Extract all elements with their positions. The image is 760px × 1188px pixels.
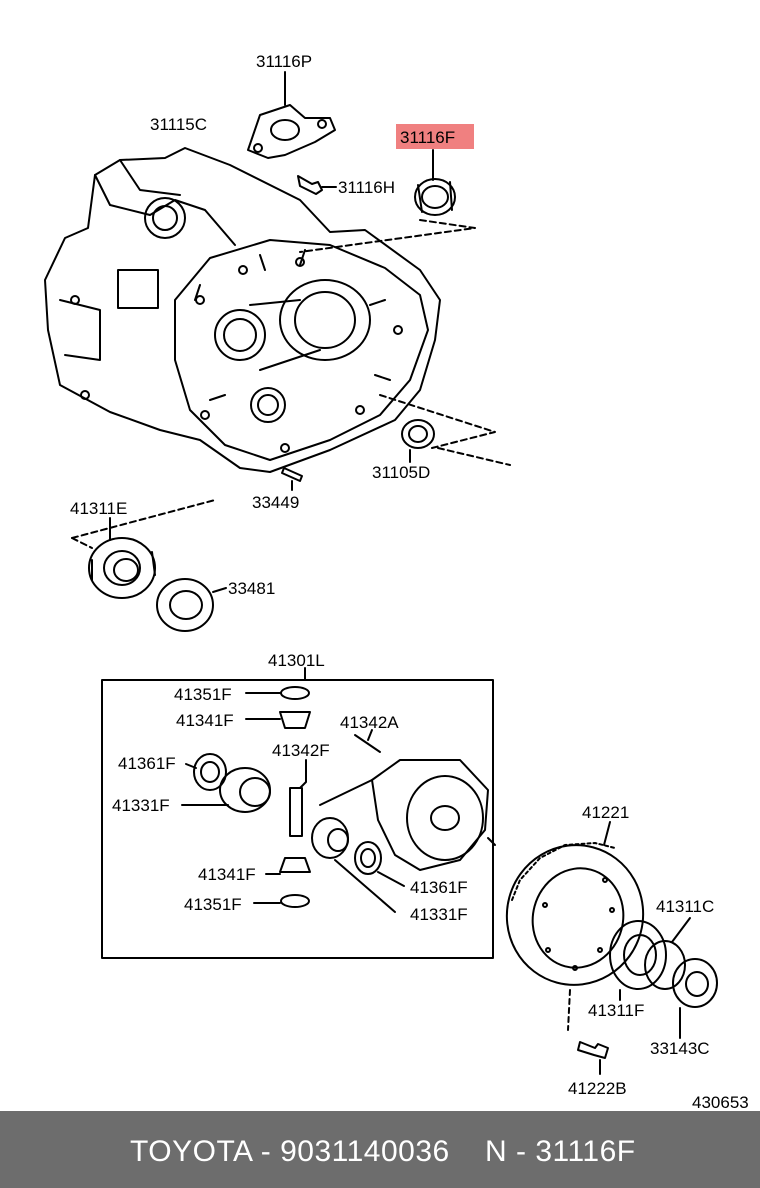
label-31105D[interactable]: 31105D	[372, 463, 430, 482]
label-31116P[interactable]: 31116P	[256, 52, 312, 71]
label-41311E[interactable]: 41311E	[70, 499, 127, 518]
label-41311F[interactable]: 41311F	[588, 1001, 644, 1020]
footer-bar: TOYOTA - 9031140036 N - 31116F	[0, 1111, 760, 1188]
label-41331F-left[interactable]: 41331F	[112, 796, 170, 815]
bearing-41311E-drawing	[71, 499, 216, 599]
label-31116F[interactable]: 31116F	[400, 128, 455, 147]
pin-33449-drawing	[281, 467, 303, 491]
washer-33481-drawing	[156, 578, 227, 632]
retainer-31116P-drawing	[247, 71, 336, 159]
bolt-31116H-drawing	[297, 175, 337, 195]
label-33481[interactable]: 33481	[228, 579, 275, 598]
figure-number: 430653	[692, 1093, 749, 1110]
ring-gear-41221-drawing	[505, 821, 645, 986]
label-33449[interactable]: 33449	[252, 493, 299, 512]
transmission-case-drawing	[44, 147, 441, 473]
differential-assembly-box	[101, 667, 494, 959]
label-31115C[interactable]: 31115C	[150, 115, 207, 134]
label-41331F-right[interactable]: 41331F	[410, 905, 468, 924]
label-41341F-top[interactable]: 41341F	[176, 711, 234, 730]
label-41221[interactable]: 41221	[582, 803, 629, 822]
label-41341F-bottom[interactable]: 41341F	[198, 865, 256, 884]
parts-diagram: 31116P 31115C 31116F 31116H 31105D 33449…	[44, 52, 749, 1110]
oil-seal-31105D-drawing	[379, 394, 511, 466]
label-41342F[interactable]: 41342F	[272, 741, 330, 760]
oil-seal-31116F-drawing	[299, 149, 476, 253]
highlight-31116F	[396, 124, 474, 149]
bolt-41222B-drawing	[567, 989, 609, 1075]
footer-part-number: TOYOTA - 9031140036	[130, 1135, 450, 1168]
label-41351F-bottom[interactable]: 41351F	[184, 895, 242, 914]
label-41222B[interactable]: 41222B	[568, 1079, 627, 1098]
label-41361F-left[interactable]: 41361F	[118, 754, 176, 773]
footer-reference-code: N - 31116F	[485, 1135, 636, 1168]
label-41342A[interactable]: 41342A	[340, 713, 399, 732]
differential-internal-parts-drawing	[181, 686, 496, 913]
label-41301L[interactable]: 41301L	[268, 651, 325, 670]
label-41361F-right[interactable]: 41361F	[410, 878, 468, 897]
label-41351F-top[interactable]: 41351F	[174, 685, 232, 704]
bearing-41311C-drawing	[609, 917, 718, 1039]
label-33143C[interactable]: 33143C	[650, 1039, 710, 1058]
label-31116H[interactable]: 31116H	[338, 178, 395, 197]
label-41311C[interactable]: 41311C	[656, 897, 714, 916]
